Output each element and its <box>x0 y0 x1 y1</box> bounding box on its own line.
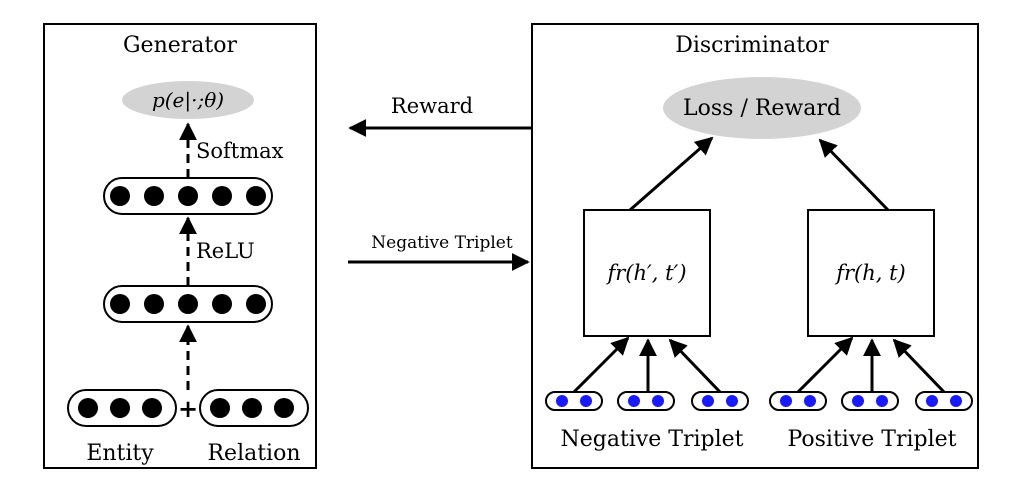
embedding-node <box>950 395 962 407</box>
hidden-node <box>212 294 232 314</box>
generator-box <box>43 23 317 469</box>
hidden-node <box>212 186 232 206</box>
negative-score-arrow <box>629 136 714 212</box>
loss-reward-ellipse <box>663 77 861 139</box>
embedding-node <box>652 395 664 407</box>
negative-score-box <box>583 209 711 337</box>
reward-label: Reward <box>391 94 473 118</box>
positive-head-arrow <box>796 336 854 394</box>
embedding-node <box>780 395 792 407</box>
embedding-node <box>876 395 888 407</box>
generator-title: Generator <box>123 33 238 58</box>
negative-head-embedding <box>545 391 603 411</box>
relation-embedding <box>199 389 309 427</box>
positive-tail-arrow <box>892 338 946 394</box>
negative-score-label: fr(h′, t′) <box>605 261 686 285</box>
entity-node <box>110 398 130 418</box>
relation-node <box>274 398 294 418</box>
discriminator-panel: Discriminator Loss / Reward fr(h′, t′) f… <box>531 23 979 469</box>
positive-triplet-embeddings <box>769 391 973 411</box>
hidden-node <box>246 294 266 314</box>
loss-reward-label: Loss / Reward <box>683 96 841 121</box>
output-distribution-label: p(e|·;θ) <box>152 88 224 113</box>
relu-label: ReLU <box>196 239 255 263</box>
embedding-node <box>702 395 714 407</box>
embedding-node <box>628 395 640 407</box>
hidden-node <box>144 186 164 206</box>
hidden-node <box>178 186 198 206</box>
hidden-layer-bottom <box>103 285 273 323</box>
negative-relation-embedding <box>617 391 675 411</box>
embedding-node <box>852 395 864 407</box>
positive-head-embedding <box>769 391 827 411</box>
entity-label: Entity <box>86 441 154 466</box>
entity-node <box>78 398 98 418</box>
negative-tail-arrow <box>668 338 722 394</box>
embedding-node <box>580 395 592 407</box>
negative-tail-embedding <box>691 391 749 411</box>
positive-relation-embedding <box>841 391 899 411</box>
negative-triplet-transfer-label: Negative Triplet <box>371 233 513 253</box>
entity-embedding <box>67 389 177 427</box>
relation-label: Relation <box>207 441 300 466</box>
plus-sign: + <box>178 394 198 423</box>
discriminator-box <box>531 23 979 469</box>
negative-triplet-embeddings <box>545 391 749 411</box>
positive-score-arrow <box>818 138 890 212</box>
embedding-node <box>726 395 738 407</box>
hidden-node <box>110 294 130 314</box>
relation-node <box>210 398 230 418</box>
positive-score-box <box>807 209 935 337</box>
relation-node <box>242 398 262 418</box>
discriminator-title: Discriminator <box>675 33 829 58</box>
negative-triplet-label: Negative Triplet <box>561 427 744 452</box>
positive-triplet-label: Positive Triplet <box>787 427 956 452</box>
hidden-node <box>110 186 130 206</box>
positive-score-label: fr(h, t) <box>834 261 906 285</box>
hidden-node <box>144 294 164 314</box>
hidden-node <box>246 186 266 206</box>
embedding-node <box>926 395 938 407</box>
embedding-node <box>556 395 568 407</box>
embedding-node <box>804 395 816 407</box>
positive-tail-embedding <box>915 391 973 411</box>
entity-node <box>142 398 162 418</box>
negative-head-arrow <box>572 336 630 394</box>
hidden-layer-top <box>103 177 273 215</box>
hidden-node <box>178 294 198 314</box>
generator-panel: Generator p(e|·;θ) Softmax ReLU <box>43 23 317 469</box>
softmax-label: Softmax <box>196 139 284 163</box>
output-distribution-ellipse <box>122 81 254 119</box>
connections: Reward Negative Triplet <box>348 94 532 271</box>
